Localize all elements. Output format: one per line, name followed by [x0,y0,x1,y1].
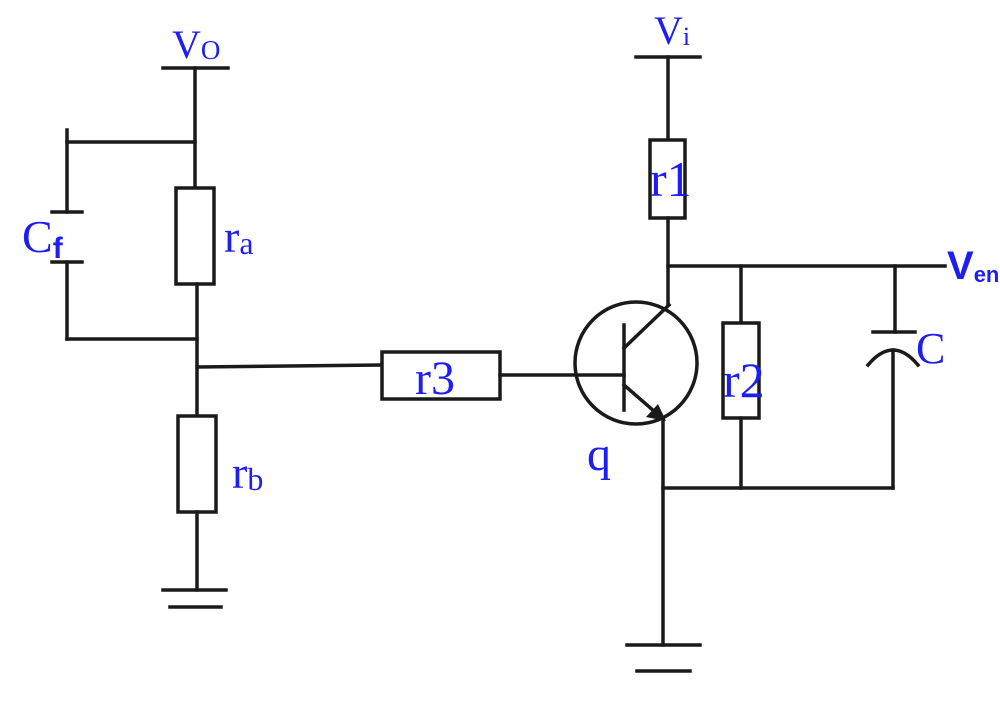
wire-node-to-r3 [195,363,384,369]
ground-left-icon [161,588,228,609]
label-ra-main: r [224,211,239,262]
label-cf: Cf [22,211,64,265]
label-vo-main: V [172,22,201,67]
label-q: q [587,428,611,481]
label-vi-main: V [654,8,683,53]
label-rb: rb [232,447,263,498]
label-c: C [916,324,945,373]
resistor-rb [176,414,218,514]
label-r1: r1 [650,151,692,207]
label-cf-sub: f [53,232,64,265]
label-cf-main: C [22,211,53,262]
resistor-r2 [721,321,761,420]
label-ra-sub: a [239,225,253,261]
label-vi: Vi [654,8,690,53]
label-ven-main: V [947,244,974,288]
transistor-q [573,300,699,426]
resistor-ra [174,186,216,286]
label-vo-sub: O [201,35,221,65]
label-rb-sub: b [247,461,263,497]
label-vo: VO [172,22,220,67]
resistor-r3 [380,350,502,401]
wire-cf-bottom [65,260,199,341]
label-vi-sub: i [683,22,690,51]
label-r3: r3 [415,352,455,405]
label-ven-sub: en [974,262,1000,287]
emitter-arrow-icon [646,404,666,421]
label-ven: Ven [947,244,999,288]
resistor-r1 [648,138,687,220]
label-rb-main: r [232,447,247,498]
wire-cf-top [65,128,197,214]
label-ra: ra [224,211,254,262]
label-r2: r2 [723,352,765,408]
ground-right-icon [625,643,702,673]
